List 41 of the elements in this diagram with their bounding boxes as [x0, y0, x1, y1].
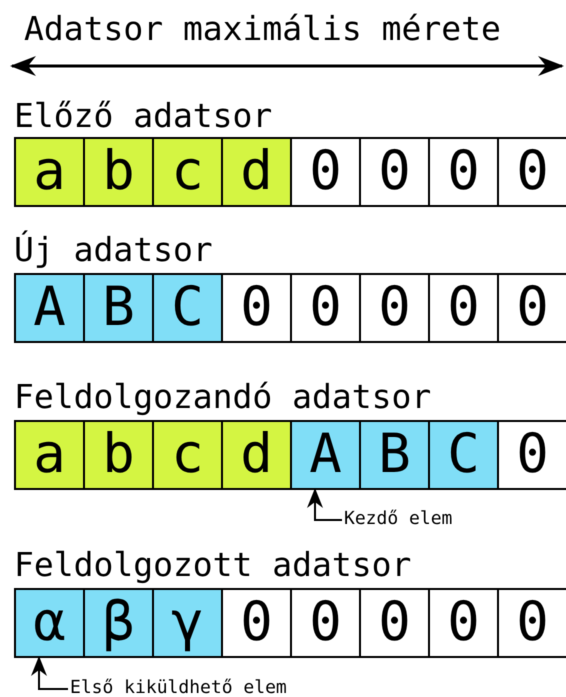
row-heading: Új adatsor	[14, 231, 213, 269]
array-cell: 0	[290, 588, 361, 658]
array-cell: b	[83, 420, 154, 490]
pointer-label: Kezdő elem	[344, 508, 452, 530]
array-cell: A	[14, 273, 85, 343]
array-cell: 0	[221, 273, 292, 343]
array-cell: c	[152, 420, 223, 490]
leader-arrow	[31, 656, 68, 690]
array-cell: 0	[497, 420, 566, 490]
array-cell: 0	[428, 588, 499, 658]
array-cell: A	[290, 420, 361, 490]
array-cell: d	[221, 420, 292, 490]
array-cell: 0	[359, 588, 430, 658]
array-cell: 0	[497, 588, 566, 658]
array-cell: d	[221, 137, 292, 207]
array-cell: 0	[221, 588, 292, 658]
row-heading: Feldolgozott adatsor	[14, 546, 412, 584]
array-cell: a	[14, 137, 85, 207]
array-cell: 0	[497, 273, 566, 343]
dimension-label: Adatsor maximális mérete	[24, 10, 501, 48]
row-heading: Előző adatsor	[14, 97, 272, 135]
array-cell: 0	[497, 137, 566, 207]
leader-arrow	[307, 488, 342, 521]
array-cell: β	[83, 588, 154, 658]
array-cell: c	[152, 137, 223, 207]
array-cell: B	[359, 420, 430, 490]
array-cell: C	[428, 420, 499, 490]
array-cell: 0	[428, 273, 499, 343]
array-cell: C	[152, 273, 223, 343]
array-cell: B	[83, 273, 154, 343]
row-heading: Feldolgozandó adatsor	[14, 378, 432, 416]
pointer-label: Első kiküldhető elem	[70, 677, 287, 697]
array-cell: 0	[359, 273, 430, 343]
array-cell: 0	[359, 137, 430, 207]
array-cell: 0	[290, 273, 361, 343]
array-cell: α	[14, 588, 85, 658]
array-cell: 0	[290, 137, 361, 207]
array-cell: b	[83, 137, 154, 207]
array-cell: a	[14, 420, 85, 490]
array-cell: 0	[428, 137, 499, 207]
array-cell: γ	[152, 588, 223, 658]
